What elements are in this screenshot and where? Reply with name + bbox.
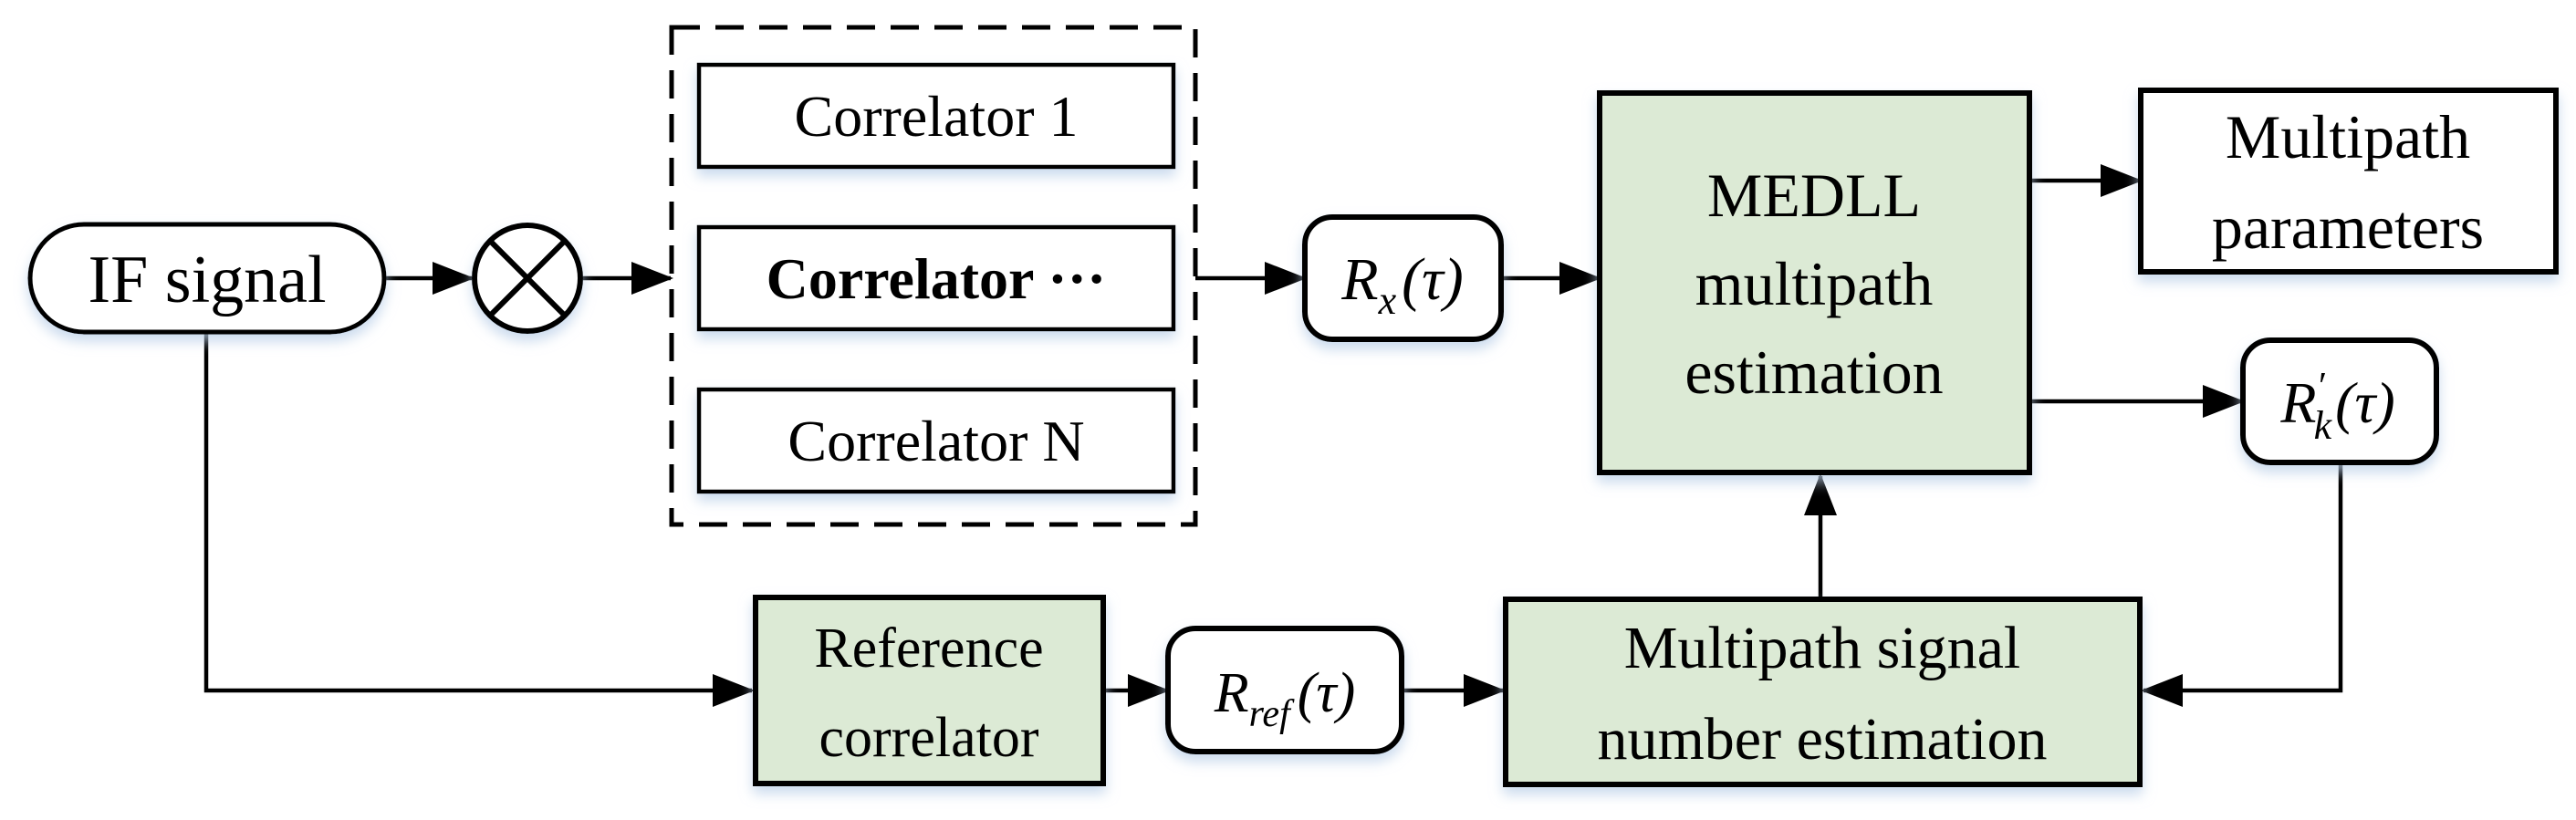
multiply-circle-icon (472, 223, 583, 334)
correlator-dots-rect (696, 224, 1176, 332)
multipath-number-line1: Multipath signal (1624, 615, 2020, 681)
correlator-1-label: Correlator 1 (795, 84, 1079, 149)
rk-rounded-box (2240, 337, 2439, 465)
multipath-number-node: Multipath signal number estimation (1503, 597, 2143, 787)
correlator-bank: Correlator 1 Correlator ··· Correlator N (669, 25, 1198, 527)
multiplier-node (472, 223, 583, 334)
if-signal-label: IF signal (88, 243, 326, 317)
rk-node: R′k(τ) (2240, 337, 2439, 465)
rref-rounded-box (1165, 626, 1404, 754)
rref-label: Rref(τ) (1214, 662, 1355, 735)
arrow-if-to-reference-correlator (203, 331, 755, 707)
medll-label-line1: MEDLL (1707, 161, 1921, 230)
correlator-bank-dashed-box (669, 25, 1198, 527)
reference-correlator-line2: correlator (819, 707, 1039, 769)
multiplier-cross-line-2 (487, 238, 568, 318)
multipath-parameters-box (2138, 88, 2559, 275)
connectors (203, 164, 2343, 707)
multipath-number-line2: number estimation (1597, 706, 2047, 773)
medll-node: MEDLL multipath estimation (1597, 90, 2032, 475)
multipath-number-box (1503, 597, 2143, 787)
correlator-dots-box: Correlator ··· (696, 224, 1176, 332)
rref-node: Rref(τ) (1165, 626, 1404, 754)
reference-correlator-box (753, 595, 1106, 786)
medll-box (1597, 90, 2032, 475)
correlator-1-box: Correlator 1 (696, 62, 1176, 170)
reference-correlator-line1: Reference (814, 618, 1043, 680)
correlator-n-rect (696, 387, 1176, 494)
multipath-parameters-node: Multipath parameters (2138, 88, 2559, 275)
rx-label: Rx(τ) (1340, 246, 1463, 323)
if-signal-node: IF signal (27, 222, 387, 335)
arrow-rk-to-number-estimation (2141, 463, 2343, 707)
medll-label-line2: multipath (1695, 249, 1934, 318)
correlator-dots-label: Correlator ··· (767, 246, 1107, 311)
rk-label: R′k(τ) (2279, 366, 2394, 448)
correlator-1-rect (696, 62, 1176, 170)
rx-node: Rx(τ) (1302, 214, 1504, 342)
rx-rounded-box (1302, 214, 1504, 342)
multipath-parameters-line2: parameters (2212, 192, 2484, 262)
correlator-n-box: Correlator N (696, 387, 1176, 494)
multipath-parameters-line1: Multipath (2226, 102, 2470, 171)
if-signal-pill (27, 222, 387, 335)
correlator-n-label: Correlator N (787, 409, 1084, 473)
medll-label-line3: estimation (1684, 337, 1943, 407)
reference-correlator-node: Reference correlator (753, 595, 1106, 786)
